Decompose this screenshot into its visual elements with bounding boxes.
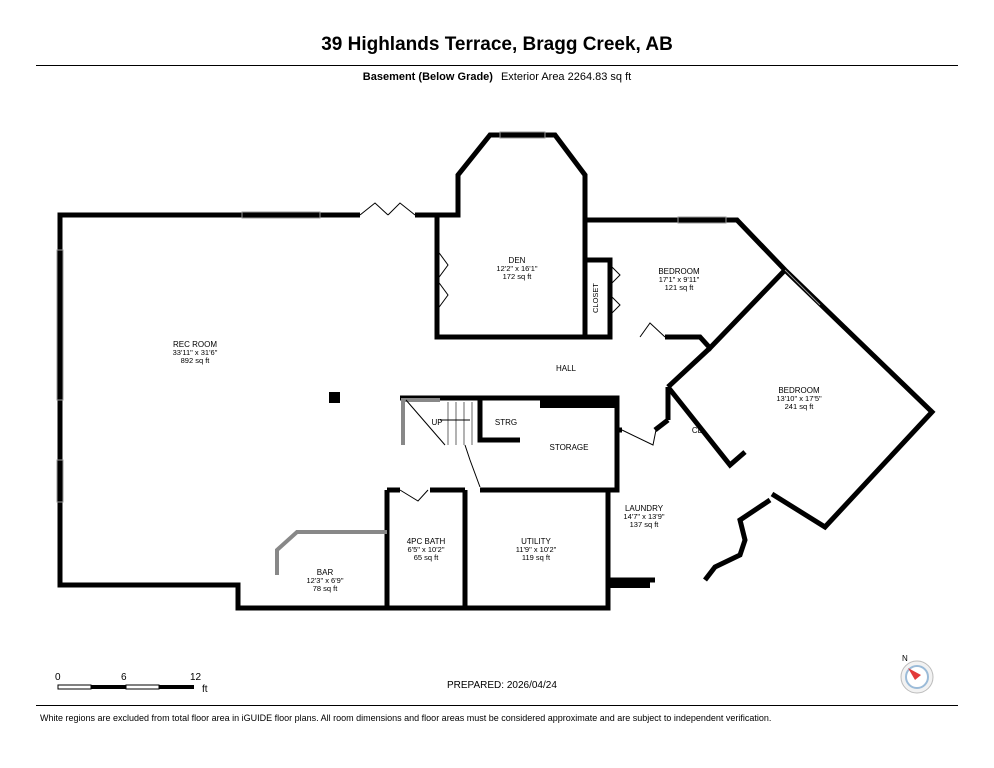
svg-text:11'9" x 10'2": 11'9" x 10'2": [516, 545, 557, 554]
svg-text:UTILITY: UTILITY: [521, 537, 551, 546]
svg-text:6'5" x 10'2": 6'5" x 10'2": [408, 545, 445, 554]
exterior-wall: [415, 212, 585, 340]
svg-text:172 sq ft: 172 sq ft: [503, 272, 533, 281]
svg-text:12'3" x 6'9": 12'3" x 6'9": [307, 576, 344, 585]
svg-text:33'11" x 31'6": 33'11" x 31'6": [173, 348, 218, 357]
disclaimer: White regions are excluded from total fl…: [40, 713, 772, 723]
prepared-date: PREPARED: 2026/04/24: [447, 680, 557, 691]
bedroom-wall: [665, 268, 787, 352]
stairs: [447, 402, 473, 445]
svg-text:137 sq ft: 137 sq ft: [630, 520, 660, 529]
bedroom2-wall: [665, 346, 747, 469]
walls: [57, 132, 936, 611]
svg-text:REC ROOM: REC ROOM: [173, 340, 217, 349]
hall-label: HALL: [556, 364, 577, 373]
svg-text:13'10" x 17'5": 13'10" x 17'5": [776, 394, 822, 403]
scale-tick: 12: [190, 672, 202, 683]
svg-text:BEDROOM: BEDROOM: [778, 386, 820, 395]
column: [329, 392, 340, 403]
page-title: 39 Highlands Terrace, Bragg Creek, AB: [321, 34, 673, 55]
svg-text:DEN: DEN: [509, 256, 526, 265]
room-den: DEN 12'2" x 16'1" 172 sq ft: [496, 256, 537, 281]
scale-unit: ft: [202, 684, 208, 695]
room-4pc-bath: 4PC BATH 6'5" x 10'2" 65 sq ft: [407, 537, 446, 562]
svg-text:14'7" x 13'9": 14'7" x 13'9": [623, 512, 664, 521]
compass-north: N: [902, 654, 908, 663]
den-walls: [437, 132, 936, 531]
svg-text:4PC BATH: 4PC BATH: [407, 537, 446, 546]
doors: [359, 202, 666, 502]
room-bedroom-2: BEDROOM 13'10" x 17'5" 241 sq ft: [776, 386, 822, 411]
svg-text:65 sq ft: 65 sq ft: [414, 553, 440, 562]
bar-counter: [275, 530, 387, 575]
cl-label: CL: [692, 426, 703, 435]
windows: [56, 131, 821, 503]
stair-railing: [401, 398, 440, 445]
footer-divider: [36, 705, 958, 706]
floor-label: Basement (Below Grade): [362, 71, 493, 83]
storage-wall: [384, 395, 622, 608]
svg-text:BEDROOM: BEDROOM: [658, 267, 700, 276]
room-rec-room: REC ROOM 33'11" x 31'6" 892 sq ft: [173, 340, 218, 365]
room-laundry: LAUNDRY 14'7" x 13'9" 137 sq ft: [623, 504, 664, 529]
svg-text:119 sq ft: 119 sq ft: [522, 553, 551, 562]
svg-text:78 sq ft: 78 sq ft: [313, 584, 339, 593]
scale-bar: 0 6 12 ft: [55, 672, 208, 695]
svg-text:LAUNDRY: LAUNDRY: [625, 504, 664, 513]
scale-tick: 6: [121, 672, 127, 683]
stairs-up-label: UP: [431, 418, 442, 427]
floor-subtitle: Basement (Below Grade) Exterior Area 2264…: [0, 71, 994, 83]
wall-block: [608, 578, 650, 588]
hall-wall: [653, 418, 670, 432]
compass-icon: N: [900, 654, 934, 694]
closet-label: CLOSET: [591, 283, 600, 313]
room-utility: UTILITY 11'9" x 10'2" 119 sq ft: [516, 537, 557, 562]
svg-text:BAR: BAR: [317, 568, 334, 577]
svg-text:241 sq ft: 241 sq ft: [785, 402, 815, 411]
exterior-area: Exterior Area 2264.83 sq ft: [500, 71, 632, 83]
svg-text:121 sq ft: 121 sq ft: [665, 283, 695, 292]
strg-label: STRG: [495, 418, 517, 427]
svg-text:12'2" x 16'1": 12'2" x 16'1": [496, 264, 537, 273]
closet-wall: [582, 220, 613, 340]
svg-text:17'1" x 9'11": 17'1" x 9'11": [659, 275, 700, 284]
svg-text:892 sq ft: 892 sq ft: [181, 356, 211, 365]
room-bedroom-1: BEDROOM 17'1" x 9'11" 121 sq ft: [658, 267, 700, 292]
exterior-wall: [57, 212, 655, 611]
wall-block: [540, 398, 617, 408]
scale-tick: 0: [55, 672, 61, 683]
storage-label: STORAGE: [550, 443, 589, 452]
room-bar: BAR 12'3" x 6'9" 78 sq ft: [307, 568, 344, 593]
laundry-wall: [703, 497, 772, 582]
header-divider: [36, 65, 958, 66]
